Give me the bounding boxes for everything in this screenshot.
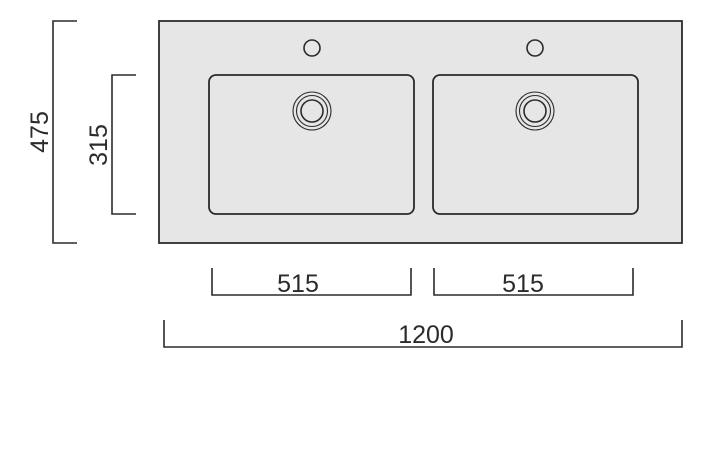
basin-right	[432, 74, 639, 215]
dimension-line-overall-width	[163, 320, 683, 348]
dimension-line-basin-right-width	[433, 268, 634, 296]
dimension-line-overall-depth	[52, 20, 77, 244]
dimension-label-basin-depth: 315	[85, 124, 113, 166]
dimension-label-overall-depth: 475	[26, 111, 54, 153]
dimension-label-basin-right-width: 515	[502, 270, 544, 298]
dimension-line-basin-depth	[111, 74, 136, 215]
basin-left	[208, 74, 415, 215]
dimension-label-basin-left-width: 515	[277, 270, 319, 298]
drain-left	[292, 91, 332, 131]
drain-right	[515, 91, 555, 131]
dimension-line-basin-left-width	[211, 268, 412, 296]
dimension-label-overall-width: 1200	[398, 321, 454, 349]
tap-hole-right	[526, 39, 544, 57]
tap-hole-left	[303, 39, 321, 57]
